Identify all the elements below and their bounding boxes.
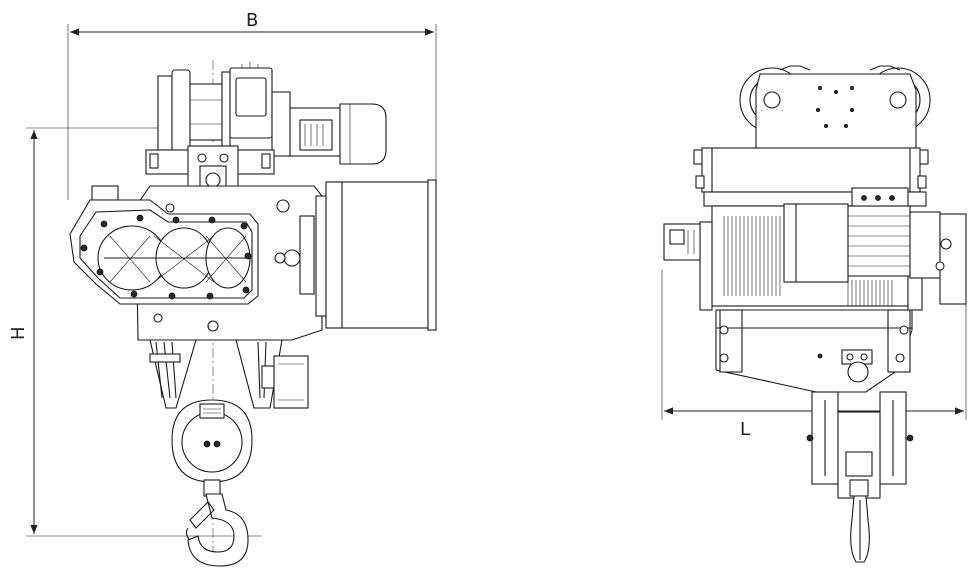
- lower-frame: [715, 309, 913, 393]
- side-view: [69, 60, 437, 567]
- gearbox: [69, 185, 259, 305]
- junction-box: [663, 223, 701, 261]
- hook: [185, 493, 249, 567]
- dimension-h: H: [8, 127, 262, 537]
- hoist-drum: [315, 179, 437, 331]
- hoist-motor: [847, 187, 967, 305]
- control-box: [783, 203, 849, 283]
- rope-guides: [149, 339, 309, 409]
- travel-motor: [289, 103, 387, 165]
- dimension-l-label: L: [740, 419, 750, 440]
- trolley-wheel-assembly: [157, 62, 291, 157]
- front-view: [663, 65, 967, 563]
- front-hook: [850, 495, 870, 563]
- front-hook-block: [806, 391, 914, 499]
- dimension-b: B: [67, 10, 437, 200]
- hook-block: [171, 399, 253, 497]
- dimension-h-label: H: [8, 326, 29, 340]
- dimension-b-label: B: [246, 10, 258, 31]
